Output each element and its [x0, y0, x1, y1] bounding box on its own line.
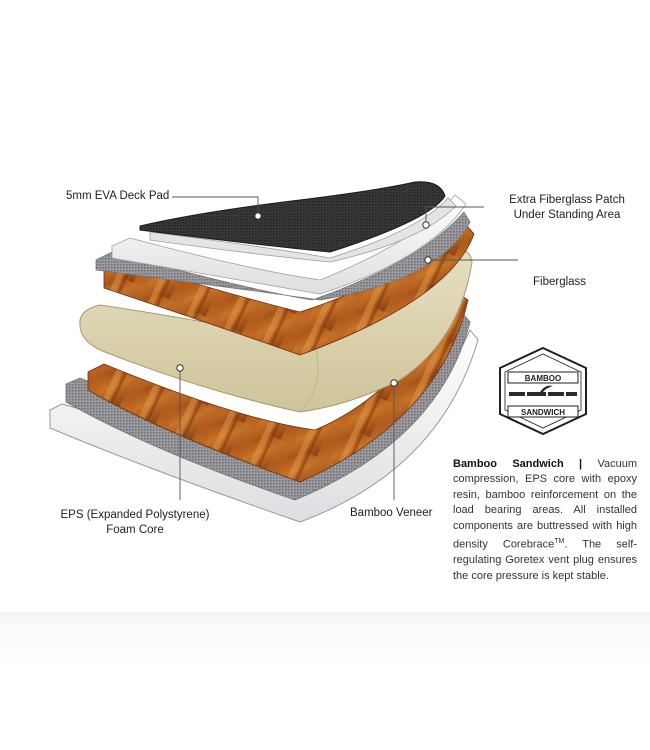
bamboo-sandwich-badge: BAMBOO SANDWICH — [499, 346, 587, 436]
eps-label-line1: EPS (Expanded Polystyrene) — [60, 509, 210, 521]
badge-bottom-text: SANDWICH — [521, 408, 565, 417]
extra-fiberglass-patch-layer — [149, 197, 457, 263]
deck-pad-label: 5mm EVA Deck Pad — [66, 190, 170, 202]
bamboo-stalk-icon — [509, 385, 577, 397]
description-body-1: Vacuum compression, EPS core with epoxy … — [453, 458, 637, 551]
trademark-mark: TM — [554, 538, 565, 546]
fiberglass-patch-label-line2: Under Standing Area — [513, 209, 621, 221]
bamboo-veneer-label: Bamboo Veneer — [350, 507, 433, 519]
badge-top-text: BAMBOO — [525, 374, 561, 383]
bottom-bamboo-veneer-layer — [87, 289, 469, 483]
fiberglass-layer — [95, 194, 471, 301]
description-title: Bamboo Sandwich | — [453, 458, 583, 470]
patch-leader — [425, 206, 484, 224]
bottom-shadow-band — [0, 612, 650, 750]
fiberglass-patch-label-line1: Extra Fiberglass Patch — [509, 194, 625, 206]
leader-dots — [176, 212, 432, 387]
fiberglass-patch-label: Extra Fiberglass Patch Under Standing Ar… — [492, 193, 642, 223]
deck-pad-leader — [172, 196, 259, 215]
bamboo-sandwich-description: Bamboo Sandwich | Vacuum compression, EP… — [453, 457, 637, 584]
leader-lines — [172, 196, 518, 500]
description-body-2: . The self-regulating Goretex vent plug … — [453, 538, 637, 582]
eps-foam-core-label: EPS (Expanded Polystyrene) Foam Core — [60, 508, 210, 538]
eva-deck-pad-layer — [139, 181, 446, 253]
fiberglass-label: Fiberglass — [533, 276, 587, 288]
eps-label-line2: Foam Core — [106, 524, 164, 536]
upper-bamboo-veneer-layer — [103, 219, 475, 356]
